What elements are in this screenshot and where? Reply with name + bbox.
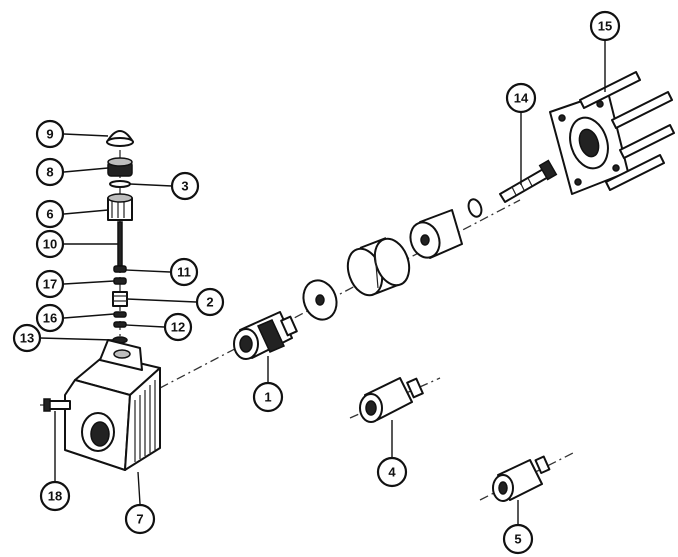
leader-2 [126, 298, 197, 303]
part-1-fitting [233, 311, 298, 360]
svg-text:16: 16 [43, 311, 57, 326]
leader-8 [63, 167, 109, 173]
callout-18: 18 [39, 480, 71, 512]
disc-washer [302, 279, 338, 321]
svg-text:5: 5 [514, 532, 521, 547]
svg-text:2: 2 [206, 295, 213, 310]
svg-text:17: 17 [43, 277, 57, 292]
part-18-bolt [43, 398, 71, 412]
svg-text:6: 6 [46, 207, 53, 222]
part-5-fitting [492, 455, 551, 502]
svg-text:10: 10 [43, 237, 57, 252]
svg-text:9: 9 [46, 127, 53, 142]
callout-15: 15 [589, 10, 621, 42]
svg-text:18: 18 [48, 489, 62, 504]
svg-text:13: 13 [20, 331, 34, 346]
callout-2: 2 [195, 287, 225, 317]
leader-16 [63, 313, 115, 319]
callout-13: 13 [12, 323, 42, 353]
svg-text:7: 7 [136, 512, 143, 527]
callout-11: 11 [169, 257, 199, 287]
svg-text:12: 12 [171, 320, 185, 335]
svg-text:1: 1 [264, 390, 271, 405]
leader-12 [125, 324, 165, 328]
svg-text:4: 4 [388, 465, 396, 480]
part-7-valve-body [64, 339, 161, 471]
callout-1: 1 [252, 381, 284, 413]
piston [409, 209, 463, 259]
svg-text:14: 14 [514, 91, 529, 106]
svg-text:3: 3 [181, 179, 188, 194]
part-12-washer [113, 321, 127, 328]
leader-3 [129, 183, 173, 187]
axis-line-part-4 [349, 377, 441, 419]
part-10-stem [117, 221, 123, 267]
part-17-packing [113, 277, 127, 285]
callout-7: 7 [124, 503, 156, 535]
svg-text:8: 8 [46, 165, 53, 180]
spring-cage [346, 237, 411, 297]
leader-17 [63, 280, 115, 285]
leader-6 [63, 209, 109, 215]
part-16-seal [113, 311, 127, 318]
part-8-nut [107, 157, 133, 177]
part-15-end-flange [549, 71, 675, 195]
leader-7 [137, 471, 141, 505]
callout-12: 12 [163, 312, 193, 342]
callout-10: 10 [35, 229, 65, 259]
callout-17: 17 [35, 269, 65, 299]
callout-4: 4 [376, 456, 408, 488]
callout-6: 6 [35, 199, 65, 229]
part-6-gland [107, 193, 133, 221]
callout-8: 8 [35, 157, 65, 187]
part-2-spring [112, 291, 128, 307]
main-axis-line [159, 199, 521, 389]
svg-text:15: 15 [598, 19, 612, 34]
svg-text:11: 11 [177, 265, 191, 280]
part-14-stud-bolt [499, 159, 558, 203]
callout-14: 14 [505, 82, 537, 114]
leader-11 [125, 269, 171, 273]
callout-9: 9 [35, 119, 65, 149]
part-3-washer [109, 180, 131, 188]
leader-9 [63, 133, 109, 137]
callout-16: 16 [35, 303, 65, 333]
callout-3: 3 [170, 171, 200, 201]
callout-5: 5 [502, 523, 534, 555]
part-4-fitting [359, 377, 424, 423]
leader-13 [39, 337, 114, 341]
small-ring [467, 198, 483, 218]
part-11-packing [113, 265, 127, 273]
part-9-cap [106, 130, 134, 147]
